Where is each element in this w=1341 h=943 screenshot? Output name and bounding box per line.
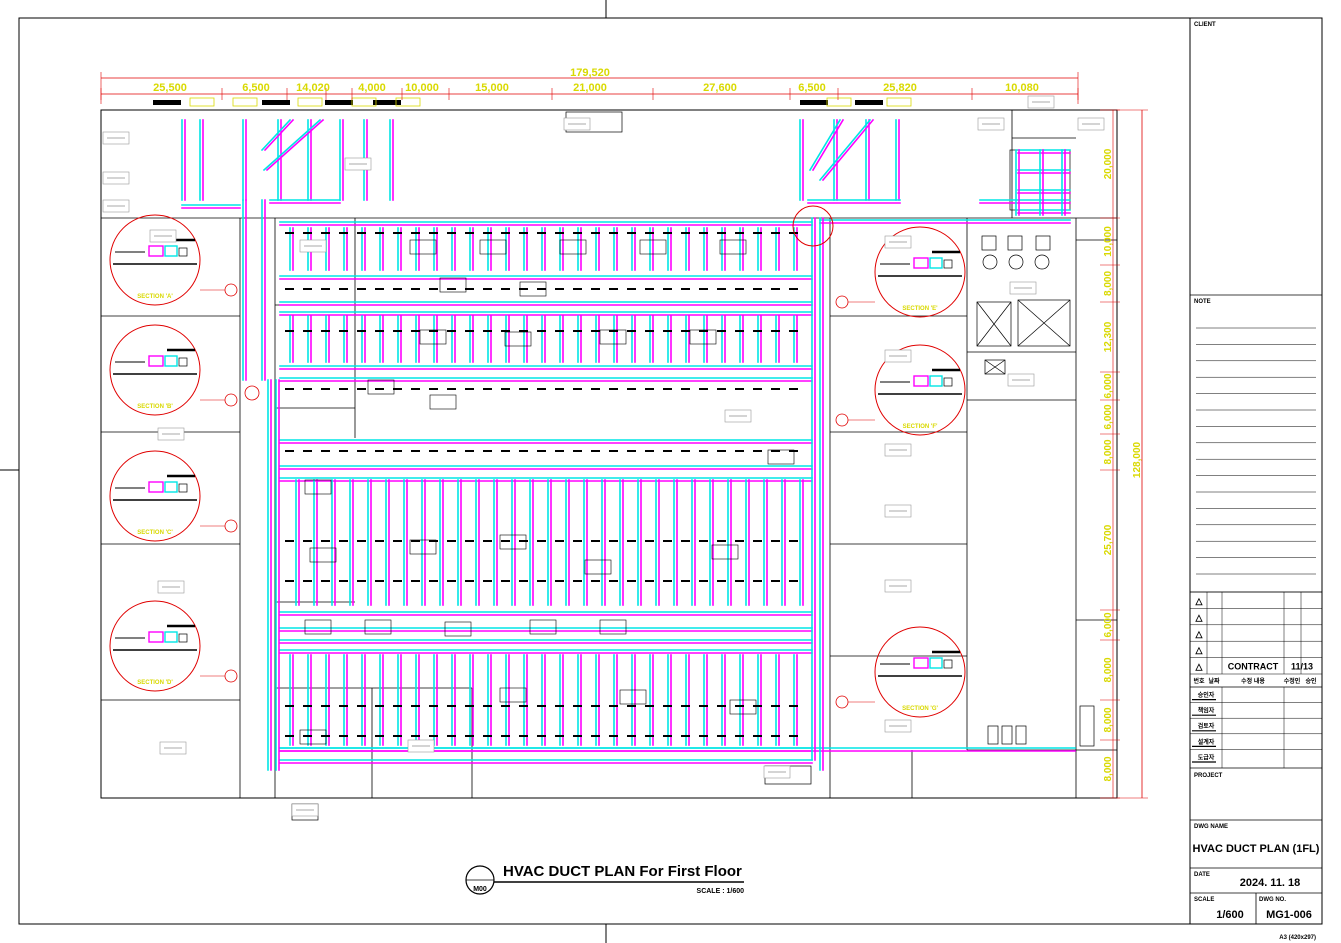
contract-label: CONTRACT xyxy=(1228,662,1279,672)
scale-label: SCALE xyxy=(1194,897,1214,903)
drawing-scale: SCALE : 1/600 xyxy=(697,888,745,895)
section-label: SECTION 'D' xyxy=(137,680,173,686)
section-callouts: SECTION 'A' SECTION 'B' SECTION 'C' SECTION… xyxy=(109,205,966,718)
sheet-border xyxy=(18,17,1323,925)
room-tags xyxy=(102,95,1105,817)
top-dimension: 10,000 xyxy=(405,82,439,94)
right-dimension: 8,000 xyxy=(1103,439,1114,464)
top-dimension: 6,500 xyxy=(798,82,826,94)
scale-value: 1/600 xyxy=(1216,909,1244,921)
right-dimension: 8,000 xyxy=(1103,271,1114,296)
right-total-dimension: 128,000 xyxy=(1132,441,1143,478)
right-dimension: 25,700 xyxy=(1103,524,1114,555)
revision-header: 수정 내용 xyxy=(1241,677,1265,685)
sheet-size: A3 (420x297) xyxy=(1279,935,1316,941)
top-dimension: 25,500 xyxy=(153,82,187,94)
right-dimension: 20,000 xyxy=(1103,148,1114,179)
dwg-name: HVAC DUCT PLAN (1FL) xyxy=(1193,843,1320,855)
revision-triangle-icon: △ xyxy=(1195,596,1204,606)
right-dimension: 8,000 xyxy=(1103,756,1114,781)
dwg-name-label: DWG NAME xyxy=(1194,824,1228,830)
top-dimension: 14,020 xyxy=(296,82,330,94)
drawing-title-text: HVAC DUCT PLAN For First Floor xyxy=(503,863,742,880)
right-dimension: 8,000 xyxy=(1103,707,1114,732)
revision-triangle-icon: △ xyxy=(1195,662,1204,672)
approval-row-label: 설계자 xyxy=(1198,738,1215,746)
revision-triangle-icon: △ xyxy=(1195,612,1204,622)
date-label: DATE xyxy=(1194,872,1210,878)
revision-header: 승인 xyxy=(1305,677,1317,685)
approval-row-label: 책임자 xyxy=(1198,707,1215,715)
right-dimension: 6,000 xyxy=(1103,612,1114,637)
section-label: SECTION 'A' xyxy=(137,294,173,300)
section-label: SECTION 'B' xyxy=(137,404,173,410)
drawing-symbol: M00 xyxy=(473,886,487,893)
revision-header: 번호 xyxy=(1193,677,1205,685)
contract-date: 11/13 xyxy=(1291,662,1313,672)
right-dimension: 6,000 xyxy=(1103,373,1114,398)
top-dimension: 4,000 xyxy=(358,82,386,94)
right-dimension: 10,000 xyxy=(1103,226,1114,257)
approval-row-label: 승인자 xyxy=(1198,691,1215,699)
floor-plan: SECTION 'A' SECTION 'B' SECTION 'C' SECTION… xyxy=(100,95,1118,821)
section-label: SECTION 'G' xyxy=(902,706,938,712)
right-dimension: 8,000 xyxy=(1103,657,1114,682)
project-label: PROJECT xyxy=(1194,773,1223,779)
duct-network xyxy=(153,97,1076,771)
right-dimension: 12,300 xyxy=(1103,321,1114,352)
revision-triangle-icon: △ xyxy=(1195,645,1204,655)
top-dimension: 6,500 xyxy=(242,82,270,94)
revision-triangle-icon: △ xyxy=(1195,629,1204,639)
date-value: 2024. 11. 18 xyxy=(1240,877,1301,889)
dwg-no-label: DWG NO. xyxy=(1259,897,1286,903)
building-outline xyxy=(100,109,1118,799)
approval-row-label: 도급자 xyxy=(1198,753,1215,761)
drawing-title: M00 HVAC DUCT PLAN For First Floor SCALE… xyxy=(465,863,745,895)
dimension-lines: 179,520 25,500 6,500 14,020 4,000 10,000 15,0… xyxy=(100,67,1148,799)
client-label: CLIENT xyxy=(1194,22,1216,28)
top-dimension: 21,000 xyxy=(573,82,607,94)
note-label: NOTE xyxy=(1194,299,1211,305)
revision-header: 날짜 xyxy=(1208,677,1220,685)
section-label: SECTION 'F' xyxy=(903,424,938,430)
top-dimension: 27,600 xyxy=(703,82,737,94)
top-dimension: 25,820 xyxy=(883,82,917,94)
overall-dimension: 179,520 xyxy=(570,67,610,79)
top-dimension: 15,000 xyxy=(475,82,509,94)
revision-header: 수정인 xyxy=(1284,677,1301,685)
walls xyxy=(101,110,1117,798)
approval-row-label: 검토자 xyxy=(1198,722,1215,730)
mechanical-equipment xyxy=(291,111,1095,821)
dwg-no-value: MG1-006 xyxy=(1266,909,1312,921)
section-label: SECTION 'C' xyxy=(137,530,173,536)
right-dimension: 6,000 xyxy=(1103,404,1114,429)
section-label: SECTION 'E' xyxy=(902,306,938,312)
top-dimension: 10,080 xyxy=(1005,82,1039,94)
